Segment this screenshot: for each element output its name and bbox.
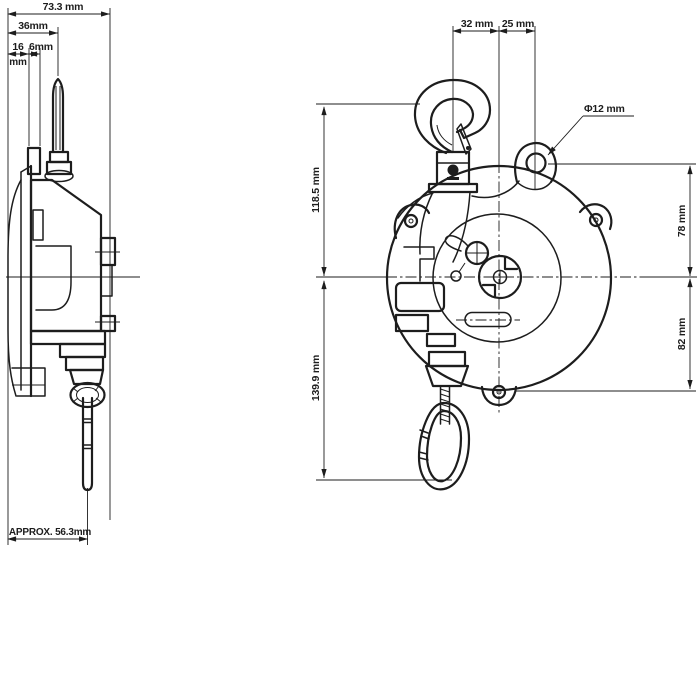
- side-inner-pocket: [35, 245, 72, 311]
- ear-top-left-pin: [408, 218, 414, 224]
- guide-lower: [394, 313, 430, 333]
- side-bottom-hook: [81, 396, 94, 492]
- spring-drum: [432, 213, 562, 343]
- housing-shoulder-left: [397, 192, 434, 219]
- ear-top-left-hole: [403, 213, 419, 229]
- eyelet-ear: [513, 142, 558, 184]
- outlet-nut-lower: [424, 364, 470, 388]
- pawl: [444, 235, 469, 252]
- ring-hatch: [72, 385, 102, 403]
- dim-25-label: 25 mm: [502, 18, 534, 30]
- plate-silhouette: [7, 179, 22, 397]
- dimensions: 73.3 mm 36mm 16 mm 6mm 32 mm 25 mm 118.5…: [7, 1, 693, 542]
- label-slot: [464, 311, 512, 328]
- side-ear-bottom: [99, 314, 117, 333]
- side-housing: [29, 178, 103, 333]
- bracket-arm-right: [452, 191, 471, 263]
- ear-top-right-hole: [588, 212, 604, 228]
- ear-top-right-pin: [593, 217, 599, 223]
- dim-32-label: 32 mm: [461, 18, 493, 30]
- side-ear-mid: [100, 264, 113, 297]
- dim-overall-width-label: 73.3 mm: [43, 1, 84, 13]
- dim-16-unit: mm: [9, 57, 27, 68]
- bracket-arm-left: [419, 191, 434, 255]
- side-outlet-upper: [64, 355, 105, 372]
- carabiner-outer: [417, 401, 471, 491]
- latch-pivot: [466, 146, 470, 150]
- dim-139-9-label: 139.9 mm: [310, 355, 322, 401]
- side-buffer-ring-inner: [76, 387, 99, 403]
- pawl-link: [458, 262, 466, 273]
- pawl-pin: [450, 270, 462, 282]
- outlet-nut-upper: [427, 350, 467, 368]
- side-swivel-block: [45, 160, 73, 176]
- swivel-bolt: [447, 164, 459, 176]
- top-hook-inner: [429, 97, 475, 154]
- side-band-1: [29, 329, 107, 346]
- side-hook-base: [48, 150, 70, 164]
- ear-top-right: [578, 203, 613, 231]
- top-hook-icon: [413, 78, 492, 155]
- dim-dia-label: Φ12 mm: [584, 103, 625, 115]
- eyelet-hole: [525, 152, 547, 174]
- dim-6-label: 6mm: [29, 41, 53, 53]
- guide-step: [403, 246, 435, 282]
- ear-top-left: [393, 203, 431, 240]
- top-hook-detail: [436, 124, 453, 146]
- bottom-hook-joints: [82, 418, 93, 450]
- plate-foot: [11, 367, 46, 397]
- dim-16-value: 16: [12, 41, 24, 53]
- plate-top-edge: [20, 165, 32, 173]
- swivel-bolt-base: [447, 177, 459, 180]
- eyelet-ear-base: [516, 181, 552, 191]
- side-lug: [26, 146, 42, 176]
- cable-threads: [440, 388, 450, 423]
- reference-lines: [6, 8, 697, 545]
- dim-36-label: 36mm: [18, 20, 48, 32]
- clamp-block: [425, 332, 457, 348]
- side-inner-block: [32, 209, 44, 241]
- housing-shoulder-right: [471, 180, 520, 199]
- dim-78-label: 78 mm: [676, 205, 688, 237]
- bracket-flange: [427, 182, 479, 194]
- side-buffer-ring: [69, 381, 106, 409]
- carabiner-gate: [418, 429, 430, 461]
- hook-latch: [456, 123, 472, 155]
- dim-depth-label: APPROX. 56.3mm: [9, 527, 92, 538]
- side-hook-blade: [51, 77, 65, 154]
- dim-118-5-label: 118.5 mm: [310, 167, 322, 213]
- dim-82-label: 82 mm: [676, 318, 688, 350]
- side-band-2: [58, 342, 107, 359]
- leader-line-dia: [547, 115, 584, 156]
- side-swivel-collar: [44, 169, 74, 183]
- ear-bottom-pin: [496, 389, 502, 395]
- adjuster-cross: [465, 241, 489, 265]
- guide-block: [394, 281, 446, 313]
- side-view: [7, 77, 120, 492]
- carabiner-inner: [425, 409, 463, 483]
- hub-key-2: [503, 255, 519, 271]
- side-outlet-taper: [68, 368, 105, 386]
- hub-key-1: [481, 283, 497, 299]
